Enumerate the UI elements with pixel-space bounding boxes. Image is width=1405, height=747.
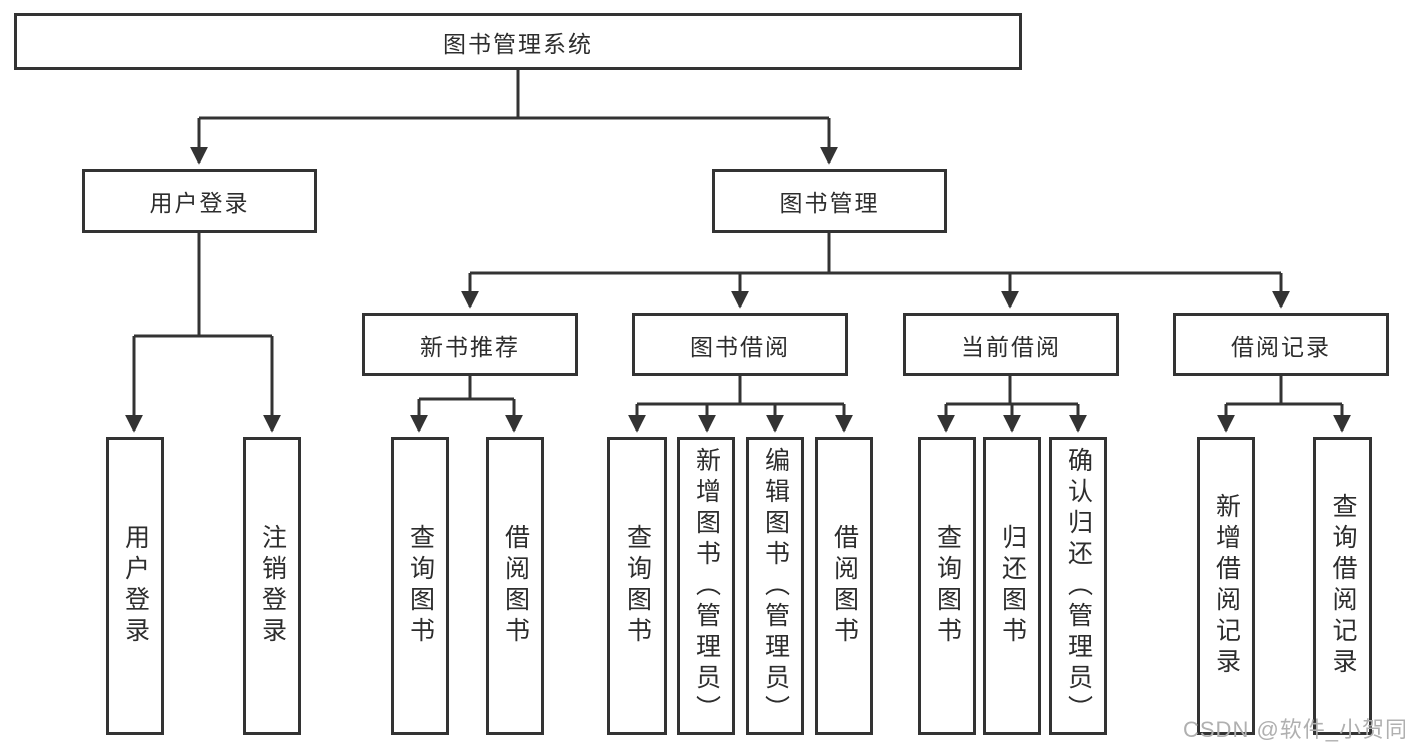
node-label: 归还图书: [998, 524, 1027, 648]
node-label: 编辑图书（管理员）: [761, 446, 790, 726]
node-borrow-books-recommend: 借阅图书: [486, 437, 544, 735]
node-book-borrowing: 图书借阅: [632, 313, 848, 376]
node-label: 新增借阅记录: [1212, 493, 1241, 679]
node-library-management-system: 图书管理系统: [14, 13, 1022, 70]
node-label: 查询借阅记录: [1329, 493, 1357, 679]
node-label: 当前借阅: [961, 333, 1061, 360]
node-query-books-recommend: 查询图书: [391, 437, 449, 735]
node-label: 新增图书（管理员）: [692, 446, 721, 726]
node-edit-books-admin: 编辑图书（管理员）: [746, 437, 804, 735]
node-query-borrow-record: 查询借阅记录: [1313, 437, 1372, 735]
node-label: 图书管理系统: [443, 30, 593, 57]
node-query-books-borrowing: 查询图书: [607, 437, 667, 735]
node-add-books-admin: 新增图书（管理员）: [677, 437, 735, 735]
node-new-book-recommendation: 新书推荐: [362, 313, 578, 376]
node-label: 新书推荐: [420, 333, 520, 360]
node-query-books-current: 查询图书: [918, 437, 976, 735]
node-current-borrowing: 当前借阅: [903, 313, 1119, 376]
node-label: 借阅记录: [1231, 333, 1331, 360]
node-label: 借阅图书: [501, 524, 530, 648]
node-label: 图书管理: [779, 190, 880, 216]
node-return-books: 归还图书: [983, 437, 1041, 735]
node-label: 确认归还（管理员）: [1064, 446, 1093, 726]
node-label: 借阅图书: [830, 524, 859, 648]
node-borrow-books: 借阅图书: [815, 437, 873, 735]
node-label: 查询图书: [406, 524, 435, 648]
node-label: 查询图书: [623, 524, 652, 648]
node-label: 注销登录: [258, 524, 287, 648]
node-logout: 注销登录: [243, 437, 301, 735]
node-label: 用户登录: [149, 190, 250, 216]
node-label: 用户登录: [121, 524, 150, 648]
node-user-login: 用户登录: [106, 437, 164, 735]
connector-arrows: [125, 118, 1351, 433]
csdn-watermark: CSDN @软件_小贺同学: [1183, 717, 1405, 742]
node-label: 图书借阅: [690, 333, 790, 360]
node-user-login-module: 用户登录: [82, 169, 317, 233]
node-book-management-module: 图书管理: [712, 169, 947, 233]
node-borrowing-records: 借阅记录: [1173, 313, 1389, 376]
node-add-borrow-record: 新增借阅记录: [1197, 437, 1255, 735]
node-label: 查询图书: [933, 524, 962, 648]
node-confirm-return-admin: 确认归还（管理员）: [1049, 437, 1107, 735]
